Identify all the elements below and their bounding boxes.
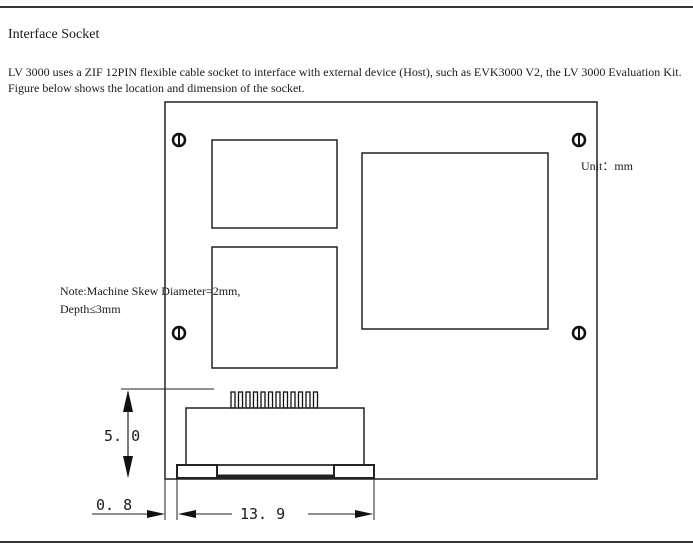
chip-bottom-left — [211, 246, 338, 369]
socket-pin — [275, 391, 281, 409]
dim-arrow-right-icon — [355, 510, 373, 518]
dim-arrow-left-icon — [178, 510, 196, 518]
unit-label: Unit：mm — [581, 159, 634, 173]
note-line-1: Note:Machine Skew Diameter=2mm, — [60, 284, 240, 298]
mounting-hole-icon — [171, 325, 187, 341]
note-line-2: Depth≤3mm — [60, 302, 121, 316]
top-rule — [0, 6, 693, 8]
socket-pin — [305, 391, 311, 409]
socket-pin — [245, 391, 251, 409]
mounting-hole-icon — [571, 325, 587, 341]
dim-arrow-right-icon — [147, 510, 165, 518]
socket-pin — [252, 391, 259, 409]
socket-body — [185, 407, 365, 466]
chip-top-left — [211, 139, 338, 229]
mounting-hole-icon — [171, 132, 187, 148]
module-board-outline — [164, 101, 598, 480]
socket-pin — [267, 391, 274, 409]
dim-arrow-down-icon — [123, 456, 133, 478]
socket-pin — [282, 391, 289, 409]
socket-latch-left — [176, 464, 218, 479]
socket-pin — [230, 391, 236, 409]
section-title: Interface Socket — [8, 27, 100, 42]
socket-latch-right — [333, 464, 375, 479]
socket-pin — [297, 391, 304, 409]
dim-arrow-up-icon — [123, 390, 133, 412]
socket-pin — [237, 391, 244, 409]
mounting-hole-icon — [571, 132, 587, 148]
socket-pins — [230, 391, 319, 409]
dim-offset-label: 0. 8 — [96, 496, 132, 514]
socket-pin — [290, 391, 296, 409]
socket-pin — [312, 391, 319, 409]
dim-height-label: 5. 0 — [104, 427, 140, 445]
section-body: LV 3000 uses a ZIF 12PIN flexible cable … — [8, 65, 682, 95]
bottom-rule — [0, 541, 693, 543]
dim-width-label: 13. 9 — [240, 505, 285, 523]
chip-large-right — [361, 152, 549, 330]
socket-pin — [260, 391, 266, 409]
